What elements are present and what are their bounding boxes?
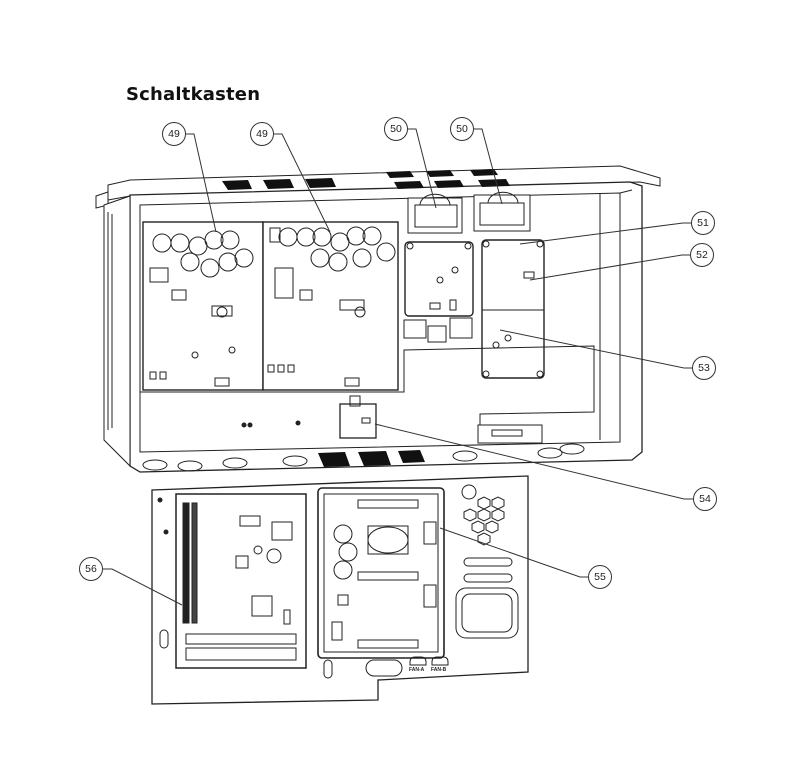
callout-51: 51 bbox=[691, 211, 715, 235]
terminal-row bbox=[185, 633, 297, 661]
inverter-board-2 bbox=[262, 221, 399, 391]
fan-connectors bbox=[409, 656, 449, 666]
transformer-1 bbox=[407, 193, 463, 234]
control-board-52 bbox=[481, 239, 545, 379]
terminal-block-54 bbox=[241, 395, 377, 439]
inverter-board-1 bbox=[142, 221, 264, 391]
callout-50-left: 50 bbox=[384, 117, 408, 141]
main-board-56 bbox=[175, 493, 307, 669]
fan-a-label: FAN-A bbox=[409, 667, 425, 673]
callout-55: 55 bbox=[588, 565, 612, 589]
top-vents bbox=[222, 169, 510, 190]
callout-49-right: 49 bbox=[250, 122, 274, 146]
honeycomb-vents bbox=[461, 484, 505, 546]
callout-52: 52 bbox=[690, 243, 714, 267]
transformer-2 bbox=[473, 191, 531, 232]
diagram-title: Schaltkasten bbox=[126, 84, 261, 105]
callout-53: 53 bbox=[692, 356, 716, 380]
bottom-vents bbox=[318, 450, 425, 467]
power-board-55 bbox=[317, 487, 445, 659]
lower-plate bbox=[151, 475, 529, 705]
control-board-51 bbox=[404, 241, 474, 317]
callout-56: 56 bbox=[79, 557, 103, 581]
callout-54: 54 bbox=[693, 487, 717, 511]
relay-blocks bbox=[403, 317, 473, 343]
leader-lines bbox=[103, 128, 693, 606]
fan-b-label: FAN-B bbox=[431, 667, 447, 673]
callout-50-right: 50 bbox=[450, 117, 474, 141]
upper-cabinet bbox=[95, 165, 661, 473]
callout-49-left: 49 bbox=[162, 122, 186, 146]
cable-grommets bbox=[142, 443, 585, 472]
